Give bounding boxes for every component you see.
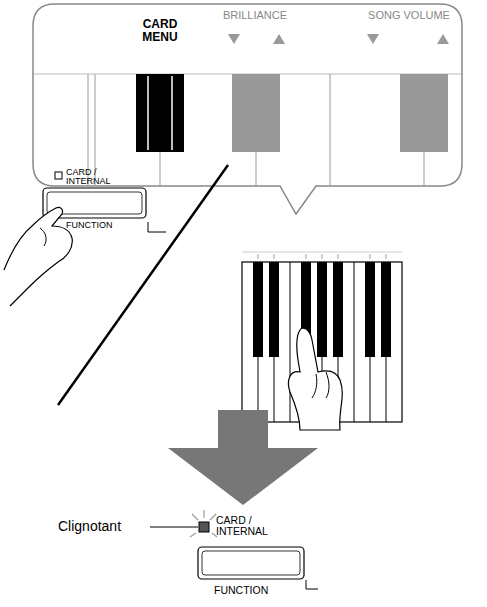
key-label: BRILLIANCE (200, 10, 310, 22)
black-key (333, 262, 343, 357)
key-marking (386, 254, 387, 259)
key-divider (290, 262, 291, 422)
key-divider (354, 262, 355, 422)
up-triangle (273, 34, 285, 44)
black-key (269, 262, 279, 357)
key-marking (370, 254, 371, 259)
callout-label: Clignotant (58, 519, 148, 534)
blink-rays (190, 510, 217, 537)
indicator-label: CARD / INTERNAL (216, 515, 266, 537)
button-label: FUNCTION (66, 221, 136, 230)
key-marking (274, 254, 275, 259)
black-key (365, 262, 375, 357)
function-button (198, 547, 304, 579)
panel-line (242, 252, 402, 253)
key-marking (258, 254, 259, 259)
indicator-led (199, 522, 209, 532)
indicator-label: CARD / INTERNAL (66, 168, 109, 187)
key-label: CARD MENU (136, 18, 184, 43)
up-triangle (437, 34, 449, 44)
key-marking (322, 254, 323, 259)
bracket (306, 580, 318, 589)
indicator-led (55, 172, 62, 179)
card-menu-key (136, 74, 184, 152)
hand (288, 328, 342, 430)
down-triangle (228, 34, 240, 44)
song-volume-key (400, 74, 448, 152)
down-triangle (367, 34, 379, 44)
key-label: SONG VOLUME (350, 10, 468, 22)
leader-line (150, 527, 198, 528)
callout-bubble (33, 4, 462, 214)
down-arrow (168, 410, 318, 505)
black-key (317, 262, 327, 357)
black-key (381, 262, 391, 357)
key-marking (338, 254, 339, 259)
bracket (148, 222, 166, 232)
key-marking (306, 254, 307, 259)
black-key (253, 262, 263, 357)
hand (4, 207, 72, 306)
brilliance-key (232, 74, 280, 152)
divider-line (58, 165, 228, 405)
button-label: FUNCTION (214, 585, 294, 596)
zoomed-keys (34, 74, 461, 185)
